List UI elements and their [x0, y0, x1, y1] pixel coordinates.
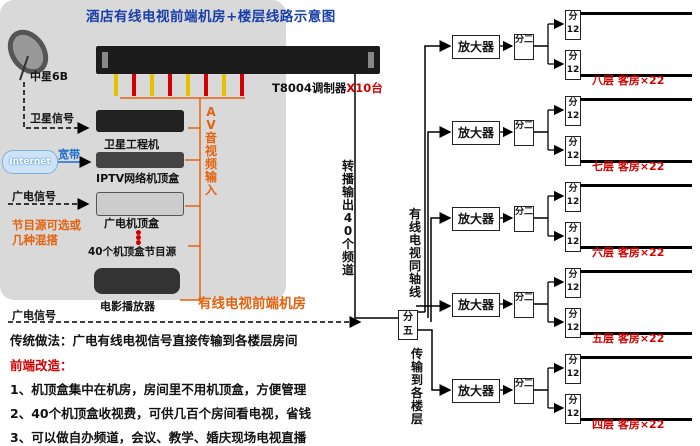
floor-cable-bar: [580, 418, 692, 421]
diagram-title: 酒店有线电视前端机房+楼层线路示意图: [86, 9, 336, 25]
box-sources-label: 40个机顶盒节目源: [88, 246, 177, 258]
modulator-model: T8004调制器: [272, 81, 347, 95]
cable-signal-label-1: 广电信号: [12, 190, 56, 203]
modulator-count: X10台: [346, 81, 383, 95]
modulator-device: [96, 46, 380, 74]
splitter-twelve: 分12: [565, 136, 581, 166]
splitter-twelve: 分12: [565, 50, 581, 80]
splitter-twelve: 分12: [565, 394, 581, 424]
floor-cable-bar: [580, 246, 692, 249]
floor-label: 七层 客房×22: [592, 160, 665, 173]
iptv-box-label: IPTV网络机顶盒: [96, 172, 180, 185]
splitter-twelve: 分12: [565, 354, 581, 384]
satellite-dish-icon: [7, 29, 49, 81]
splitter-twelve: 分12: [565, 222, 581, 252]
floor-cable-bar: [580, 12, 692, 15]
iptv-box-device: [96, 152, 184, 168]
internet-cloud-icon: Internet: [2, 150, 58, 174]
floor-label: 六层 客房×22: [592, 246, 665, 259]
improve-item-2: 2、40个机顶盒收视费，可供几百个房间看电视，省钱: [10, 406, 312, 421]
floor-cable-bar: [580, 270, 692, 273]
notes-panel: 传统做法：广电有线电视信号直接传输到各楼层房间 前端改造： 1、机顶盒集中在机房…: [10, 330, 311, 446]
movie-player-device: [94, 268, 180, 294]
broadband-label: 宽带: [58, 148, 80, 161]
cable-box-label: 广电机顶盒: [104, 217, 159, 230]
satellite-receiver-device: [96, 110, 184, 132]
improve-item-1: 1、机顶盒集中在机房，房间里不用机顶盒，方便管理: [10, 382, 307, 397]
av-input-label: AV音视频输入: [204, 105, 217, 197]
floor-cable-bar: [580, 356, 692, 359]
floor-cable-bar: [580, 98, 692, 101]
splitter-five: 分五: [398, 310, 418, 340]
improve-title: 前端改造：: [10, 358, 73, 373]
satellite-signal-label: 卫星信号: [30, 112, 74, 125]
satellite-name: 中星6B: [30, 70, 69, 83]
improve-item-3: 3、可以做自办频道，会议、教学、婚庆现场电视直播: [10, 430, 307, 445]
amplifier-box: 放大器: [452, 207, 500, 231]
source-note: 节目源可选或几种混搭: [12, 218, 81, 247]
cable-box-device: [96, 192, 184, 216]
amplifier-box: 放大器: [452, 121, 500, 145]
splitter-twelve: 分12: [565, 182, 581, 212]
satellite-receiver-label: 卫星工程机: [104, 138, 159, 151]
internet-label: Internet: [9, 157, 51, 167]
amplifier-box: 放大器: [452, 35, 500, 59]
relay-output-label: 转播输出40个频道: [341, 159, 354, 277]
floor-cable-bar: [580, 184, 692, 187]
cable-signal-label-2: 广电信号: [12, 309, 56, 322]
splitter-twelve: 分12: [565, 268, 581, 298]
movie-player-label: 电影播放器: [100, 300, 155, 313]
traditional-note: 传统做法：广电有线电视信号直接传输到各楼层房间: [10, 333, 298, 348]
splitter-twelve: 分12: [565, 10, 581, 40]
floor-cable-bar: [580, 332, 692, 335]
splitter-twelve: 分12: [565, 96, 581, 126]
floor-label: 五层 客房×22: [592, 332, 665, 345]
more-boxes-dots: •••: [134, 226, 143, 252]
floor-cable-bar: [580, 74, 692, 77]
splitter-two: 分二: [514, 34, 534, 60]
splitter-two: 分二: [514, 120, 534, 146]
floor-cable-bar: [580, 160, 692, 163]
splitter-two: 分二: [514, 292, 534, 318]
floor-label: 四层 客房×22: [592, 418, 665, 431]
floor-label: 八层 客房×22: [592, 74, 665, 87]
splitter-twelve: 分12: [565, 308, 581, 338]
splitter-two: 分二: [514, 206, 534, 232]
distribution-label: 传输到各楼层: [410, 347, 423, 426]
headend-room-label: 有线电视前端机房: [198, 296, 306, 312]
coax-label: 有线电视同轴线: [408, 207, 421, 299]
amplifier-box: 放大器: [452, 379, 500, 403]
rca-connectors: [114, 74, 244, 98]
splitter-two: 分二: [514, 378, 534, 404]
modulator-label: T8004调制器X10台: [272, 80, 383, 96]
amplifier-box: 放大器: [452, 293, 500, 317]
